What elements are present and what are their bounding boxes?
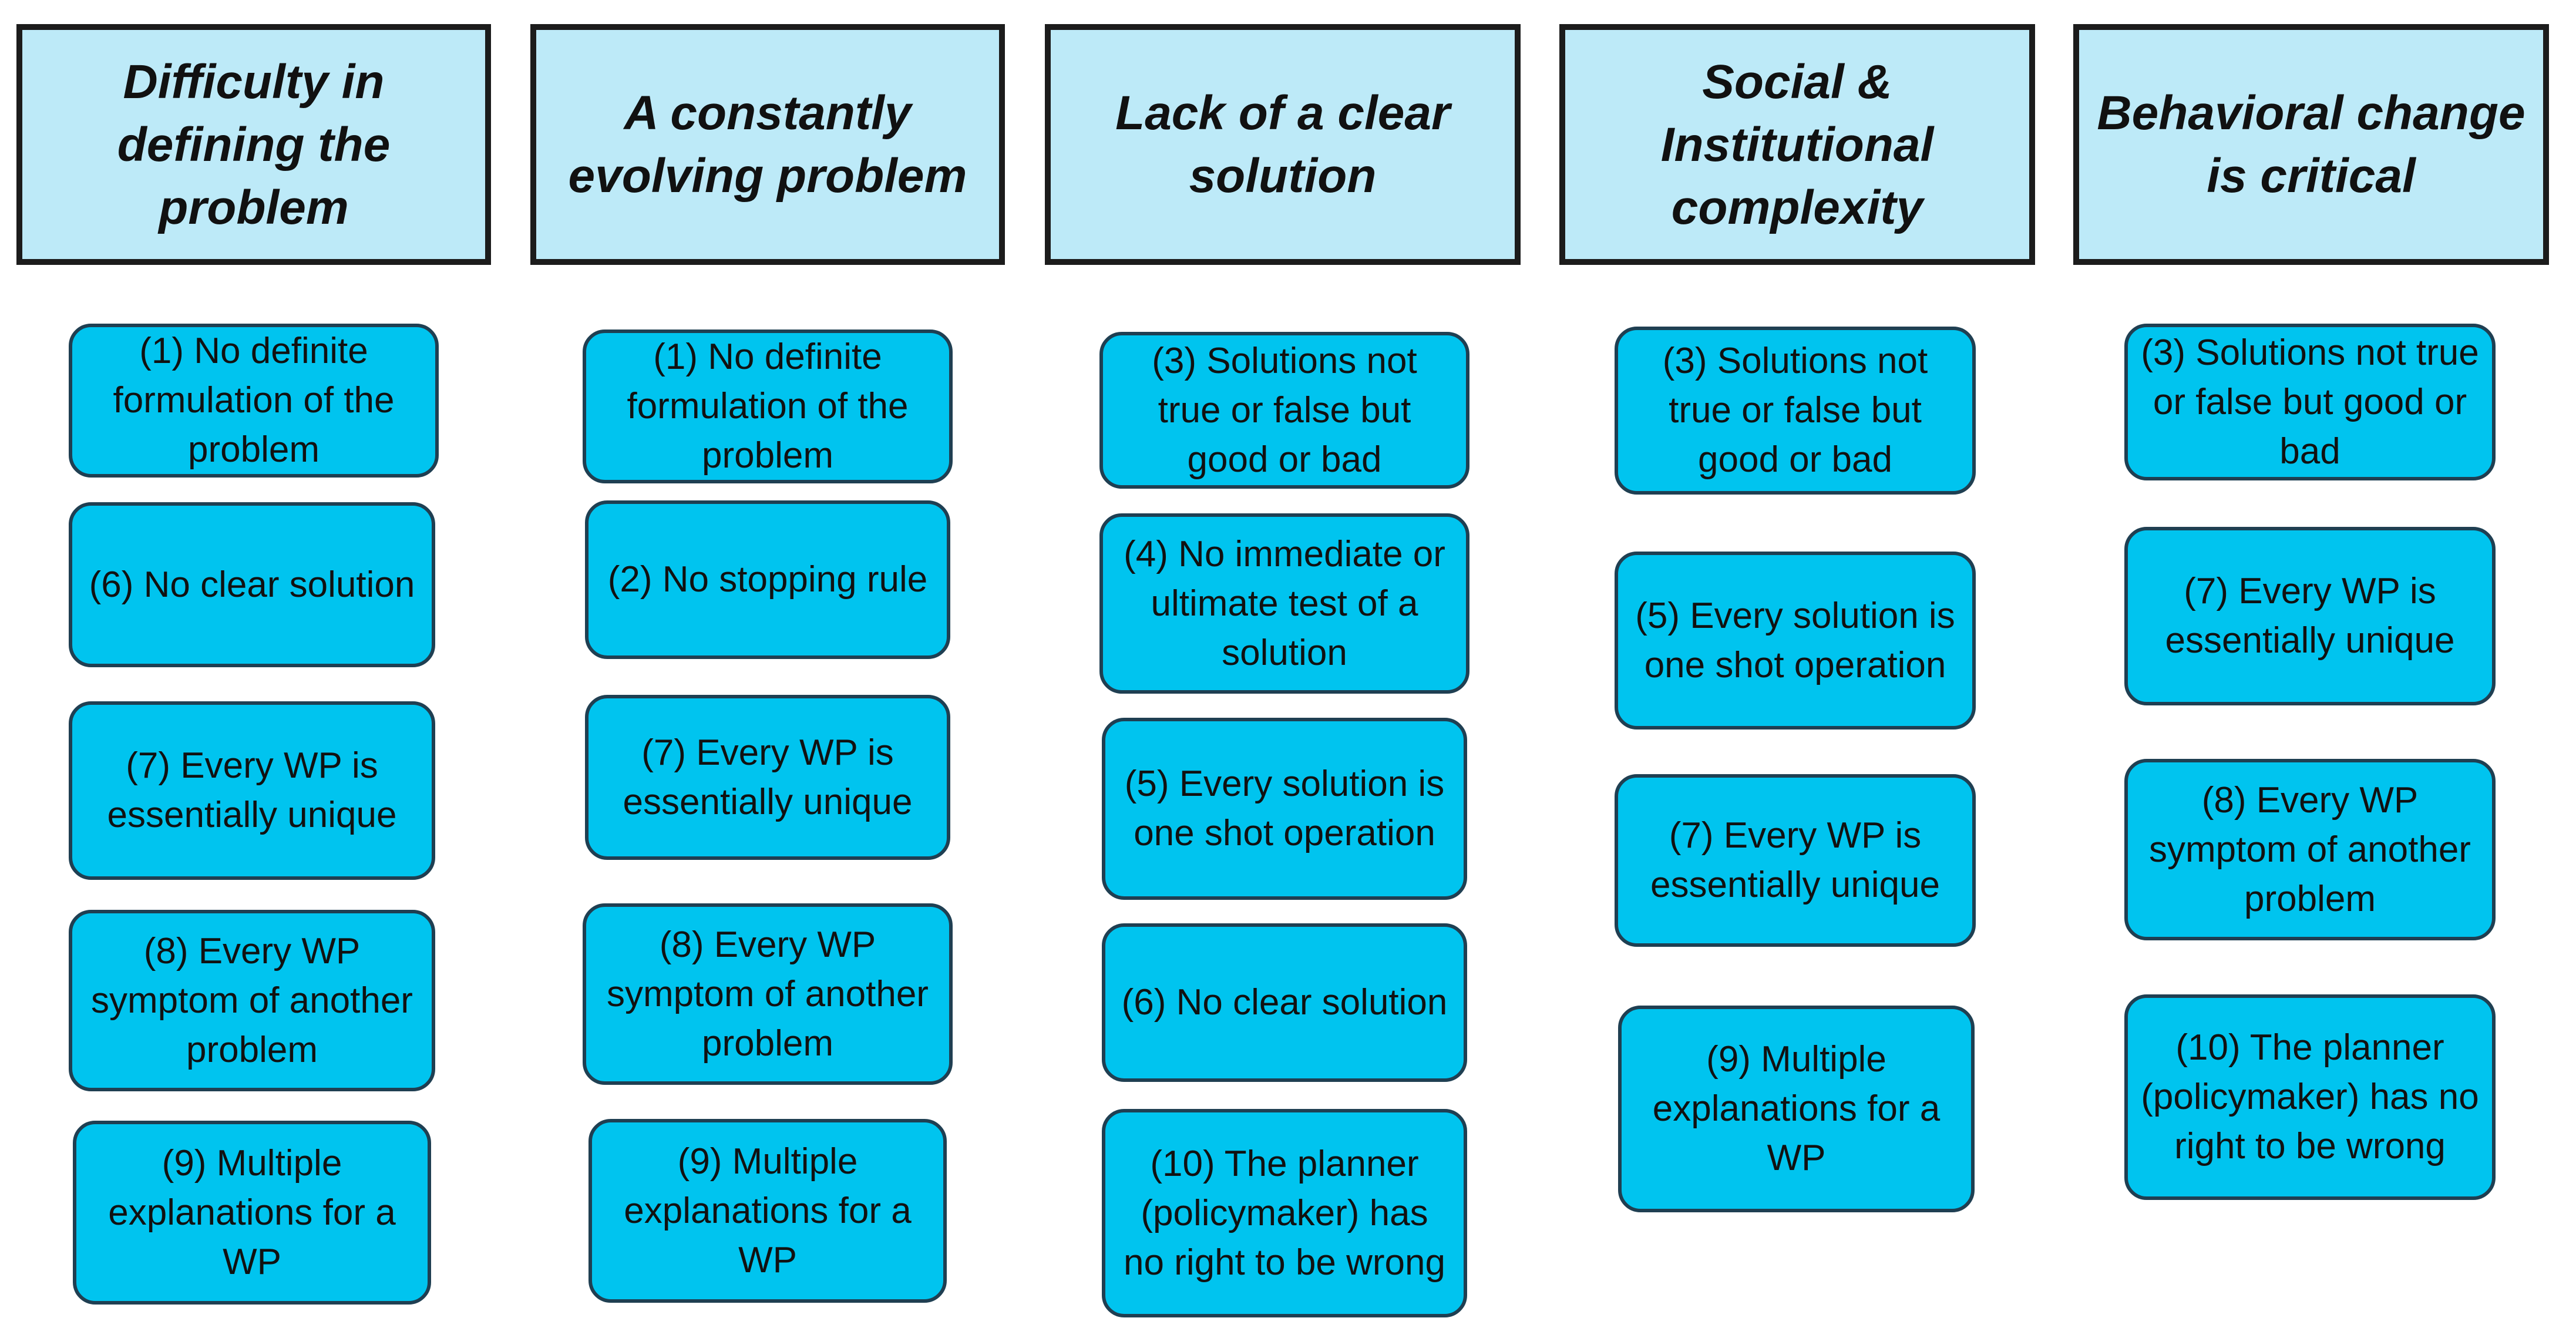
column-header-text: Difficulty in defining the problem — [117, 55, 391, 234]
list-item-label: (7) Every WP is essentially unique — [1650, 815, 1940, 905]
list-item-label: (8) Every WP symptom of another problem — [607, 924, 929, 1064]
list-item: (9) Multiple explanations for a WP — [588, 1119, 947, 1303]
list-item: (1) No definite formulation of the probl… — [69, 324, 439, 478]
list-item: (8) Every WP symptom of another problem — [69, 910, 435, 1091]
list-item-label: (3) Solutions not true or false but good… — [1152, 340, 1417, 480]
list-item-label: (6) No clear solution — [89, 564, 415, 605]
list-item: (3) Solutions not true or false but good… — [1099, 332, 1469, 489]
list-item-label: (4) No immediate or ultimate test of a s… — [1124, 533, 1445, 673]
list-item-label: (10) The planner (policymaker) has no ri… — [1123, 1143, 1445, 1283]
list-item: (6) No clear solution — [1102, 923, 1467, 1082]
list-item-label: (9) Multiple explanations for a WP — [108, 1142, 396, 1282]
list-item: (7) Every WP is essentially unique — [1615, 774, 1976, 947]
list-item: (3) Solutions not true or false but good… — [2124, 324, 2496, 480]
list-item: (1) No definite formulation of the probl… — [583, 330, 953, 483]
list-item: (4) No immediate or ultimate test of a s… — [1099, 513, 1469, 694]
list-item-label: (2) No stopping rule — [607, 559, 928, 600]
column-header: Social & Institutional complexity — [1559, 24, 2035, 265]
list-item: (6) No clear solution — [69, 502, 435, 667]
list-item: (8) Every WP symptom of another problem — [583, 903, 953, 1085]
list-item-label: (3) Solutions not true or false but good… — [2141, 332, 2479, 472]
column-header-text: A constantly evolving problem — [568, 86, 967, 203]
column-header-text: Behavioral change is critical — [2097, 86, 2525, 203]
column-header: Lack of a clear solution — [1045, 24, 1521, 265]
column-header: Difficulty in defining the problem — [16, 24, 491, 265]
list-item: (10) The planner (policymaker) has no ri… — [2124, 994, 2496, 1200]
list-item: (5) Every solution is one shot operation — [1102, 718, 1467, 900]
list-item: (7) Every WP is essentially unique — [69, 701, 435, 880]
list-item-label: (1) No definite formulation of the probl… — [627, 337, 909, 476]
list-item-label: (9) Multiple explanations for a WP — [624, 1141, 912, 1280]
list-item-label: (3) Solutions not true or false but good… — [1662, 341, 1928, 480]
list-item-label: (8) Every WP symptom of another problem — [2149, 779, 2471, 919]
list-item-label: (5) Every solution is one shot operation — [1635, 595, 1955, 685]
list-item: (10) The planner (policymaker) has no ri… — [1102, 1109, 1467, 1317]
list-item-label: (10) The planner (policymaker) has no ri… — [2141, 1027, 2479, 1166]
list-item: (9) Multiple explanations for a WP — [1618, 1006, 1975, 1212]
list-item-label: (6) No clear solution — [1121, 982, 1448, 1023]
list-item: (7) Every WP is essentially unique — [585, 695, 950, 860]
list-item: (2) No stopping rule — [585, 500, 950, 659]
column-header: Behavioral change is critical — [2073, 24, 2549, 265]
list-item-label: (1) No definite formulation of the probl… — [113, 331, 395, 470]
list-item-label: (7) Every WP is essentially unique — [2165, 571, 2455, 661]
list-item: (9) Multiple explanations for a WP — [73, 1121, 431, 1305]
list-item: (5) Every solution is one shot operation — [1615, 552, 1976, 729]
list-item-label: (7) Every WP is essentially unique — [623, 732, 913, 822]
column-header-text: Social & Institutional complexity — [1660, 55, 1934, 234]
list-item-label: (9) Multiple explanations for a WP — [1652, 1039, 1941, 1178]
list-item: (8) Every WP symptom of another problem — [2124, 759, 2496, 940]
column-header: A constantly evolving problem — [530, 24, 1005, 265]
list-item: (7) Every WP is essentially unique — [2124, 527, 2496, 705]
column-header-text: Lack of a clear solution — [1115, 86, 1450, 203]
list-item-label: (5) Every solution is one shot operation — [1124, 764, 1445, 853]
list-item-label: (7) Every WP is essentially unique — [107, 745, 397, 835]
list-item-label: (8) Every WP symptom of another problem — [91, 930, 413, 1070]
list-item: (3) Solutions not true or false but good… — [1615, 327, 1976, 495]
